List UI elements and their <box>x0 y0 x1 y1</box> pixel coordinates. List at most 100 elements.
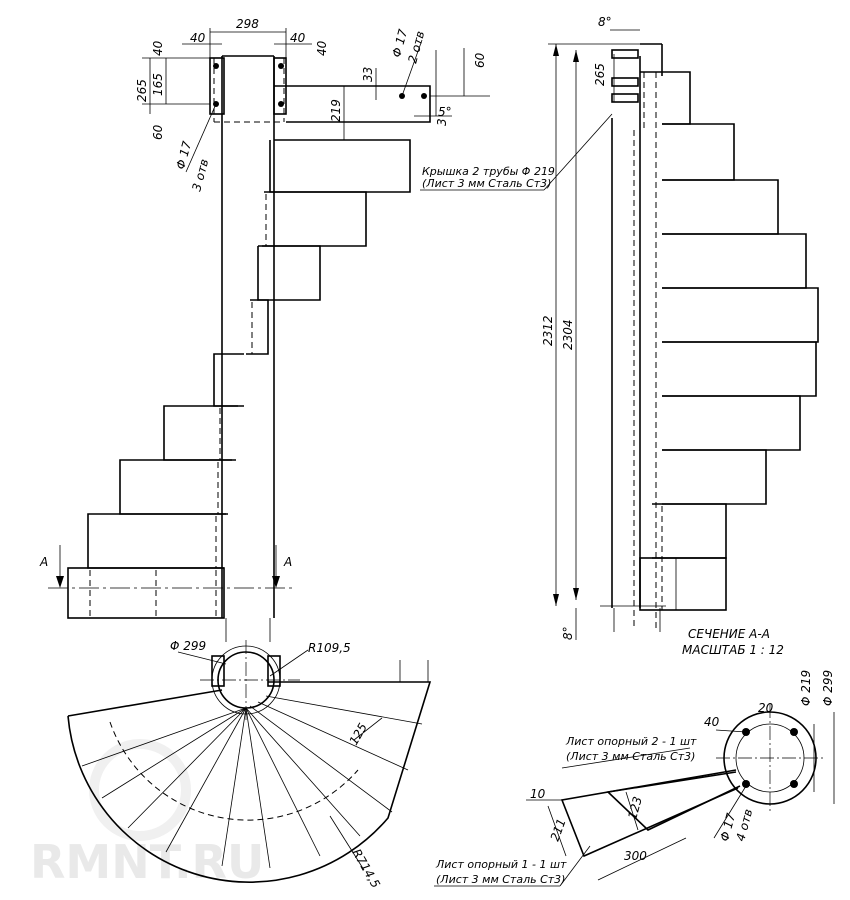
dim-298: 298 <box>236 17 259 31</box>
dim-line <box>353 717 383 741</box>
step <box>662 341 817 397</box>
step <box>246 299 269 355</box>
bolt-hole-icon <box>213 63 219 69</box>
step <box>662 233 807 289</box>
step <box>269 139 411 193</box>
detail-view: Φ 219 Φ 299 20 40 Лист опорный 2 - 1 шт … <box>434 670 835 887</box>
step-radial <box>81 707 247 767</box>
leader-shelf <box>561 747 691 769</box>
hole-left-count: 3 отв <box>189 157 211 192</box>
dim-265: 265 <box>135 79 149 102</box>
step <box>662 179 779 235</box>
bolt-hole-icon <box>421 93 427 99</box>
cap-plate <box>611 77 639 87</box>
front-view: А А 298 40 40 40 40 265 165 60 Φ 17 3 от… <box>39 17 490 642</box>
angle-5: 5° <box>438 105 452 119</box>
step-radial <box>245 707 321 857</box>
dim-cap-265: 265 <box>593 63 607 86</box>
bolt-hole-icon <box>790 728 798 736</box>
detail-dim20: 20 <box>758 701 774 715</box>
section-mark-left: А <box>39 555 48 569</box>
dim-40-vert-left: 40 <box>151 40 165 56</box>
detail-d219: Φ 219 <box>799 670 813 706</box>
leader-line <box>329 815 365 871</box>
plan-outline <box>67 681 432 883</box>
step <box>119 459 232 515</box>
detail-dim40: 40 <box>704 715 720 729</box>
step <box>662 449 767 505</box>
step-radial <box>265 695 423 725</box>
step <box>662 395 801 451</box>
step-radial <box>221 707 247 867</box>
step <box>213 353 244 407</box>
bottom-step <box>639 557 727 611</box>
dim-219: 219 <box>329 99 343 122</box>
dim-top-gap: 8° <box>598 15 612 29</box>
radius-inner: R109,5 <box>308 641 351 655</box>
flange-left <box>211 655 225 687</box>
plan-diameter: Φ 299 <box>170 639 206 653</box>
leader-line <box>177 651 227 665</box>
step <box>662 287 819 343</box>
dim-3: 3 <box>435 118 449 126</box>
detail-dim300: 300 <box>624 849 647 863</box>
arrow-icon <box>573 50 579 62</box>
arrow-icon <box>553 594 559 606</box>
step-radial <box>257 701 409 771</box>
leader-line <box>269 649 309 677</box>
leader-line <box>559 845 591 887</box>
leader-line <box>185 103 217 173</box>
step-radial <box>245 707 271 869</box>
arrow-icon <box>573 588 579 600</box>
detail-dim211: 211 <box>548 817 569 843</box>
support-plate-2 <box>606 771 741 831</box>
dim-bottom-gap: 8° <box>561 626 575 640</box>
walking-line <box>109 721 359 821</box>
bolt-hole-icon <box>742 780 750 788</box>
bolt-hole-icon <box>790 780 798 788</box>
bottom-step <box>67 567 225 619</box>
plate1-material: (Лист 3 мм Сталь Ст3) <box>436 873 565 886</box>
plate2-material: (Лист 3 мм Сталь Ст3) <box>566 750 695 763</box>
hole-left-label: Φ 17 <box>173 139 194 171</box>
step <box>262 191 367 247</box>
section-mark-right: А <box>283 555 292 569</box>
dim-60-right: 60 <box>473 52 487 68</box>
plate1-label: Лист опорный 1 - 1 шт <box>435 858 567 871</box>
step <box>640 71 691 125</box>
top-plate-left <box>209 57 225 115</box>
step-radial <box>101 707 247 799</box>
plate2-label: Лист опорный 2 - 1 шт <box>565 735 697 748</box>
leader-line <box>713 785 747 839</box>
step <box>652 503 727 559</box>
cap-note-line1: Крышка 2 трубы Φ 219 <box>422 165 555 178</box>
dim-line <box>547 805 567 857</box>
detail-dim10: 10 <box>530 787 546 801</box>
arrow-icon <box>272 576 280 588</box>
cap-plate <box>611 49 639 59</box>
dim-line <box>597 837 687 881</box>
support-plate-1 <box>560 769 739 858</box>
bolt-hole-icon <box>278 63 284 69</box>
step-radial <box>165 707 247 853</box>
detail-hole-count: 4 отв <box>733 807 755 842</box>
section-scale: МАСШТАБ 1 : 12 <box>682 643 784 657</box>
section-view: 8° 265 2312 2304 8° Крышка 2 трубы Φ 219… <box>420 15 819 657</box>
dim-line <box>625 791 639 831</box>
cap-note-line2: (Лист 3 мм Сталь Ст3) <box>422 177 551 190</box>
dim-line <box>715 729 747 733</box>
dim-40-vert-right: 40 <box>315 40 329 56</box>
dim-2312: 2312 <box>541 315 555 346</box>
top-landing <box>274 85 431 123</box>
watermark-logo-icon <box>89 739 191 841</box>
dim-2304: 2304 <box>561 319 575 350</box>
detail-d299: Φ 299 <box>821 670 835 706</box>
step <box>163 405 238 461</box>
step-radial <box>127 707 247 829</box>
radius-outer: R714,5 <box>349 847 382 891</box>
section-title: СЕЧЕНИЕ А-А <box>688 627 770 641</box>
plan-edge <box>67 689 223 717</box>
arrow-icon <box>553 44 559 56</box>
leader-line <box>543 113 613 191</box>
